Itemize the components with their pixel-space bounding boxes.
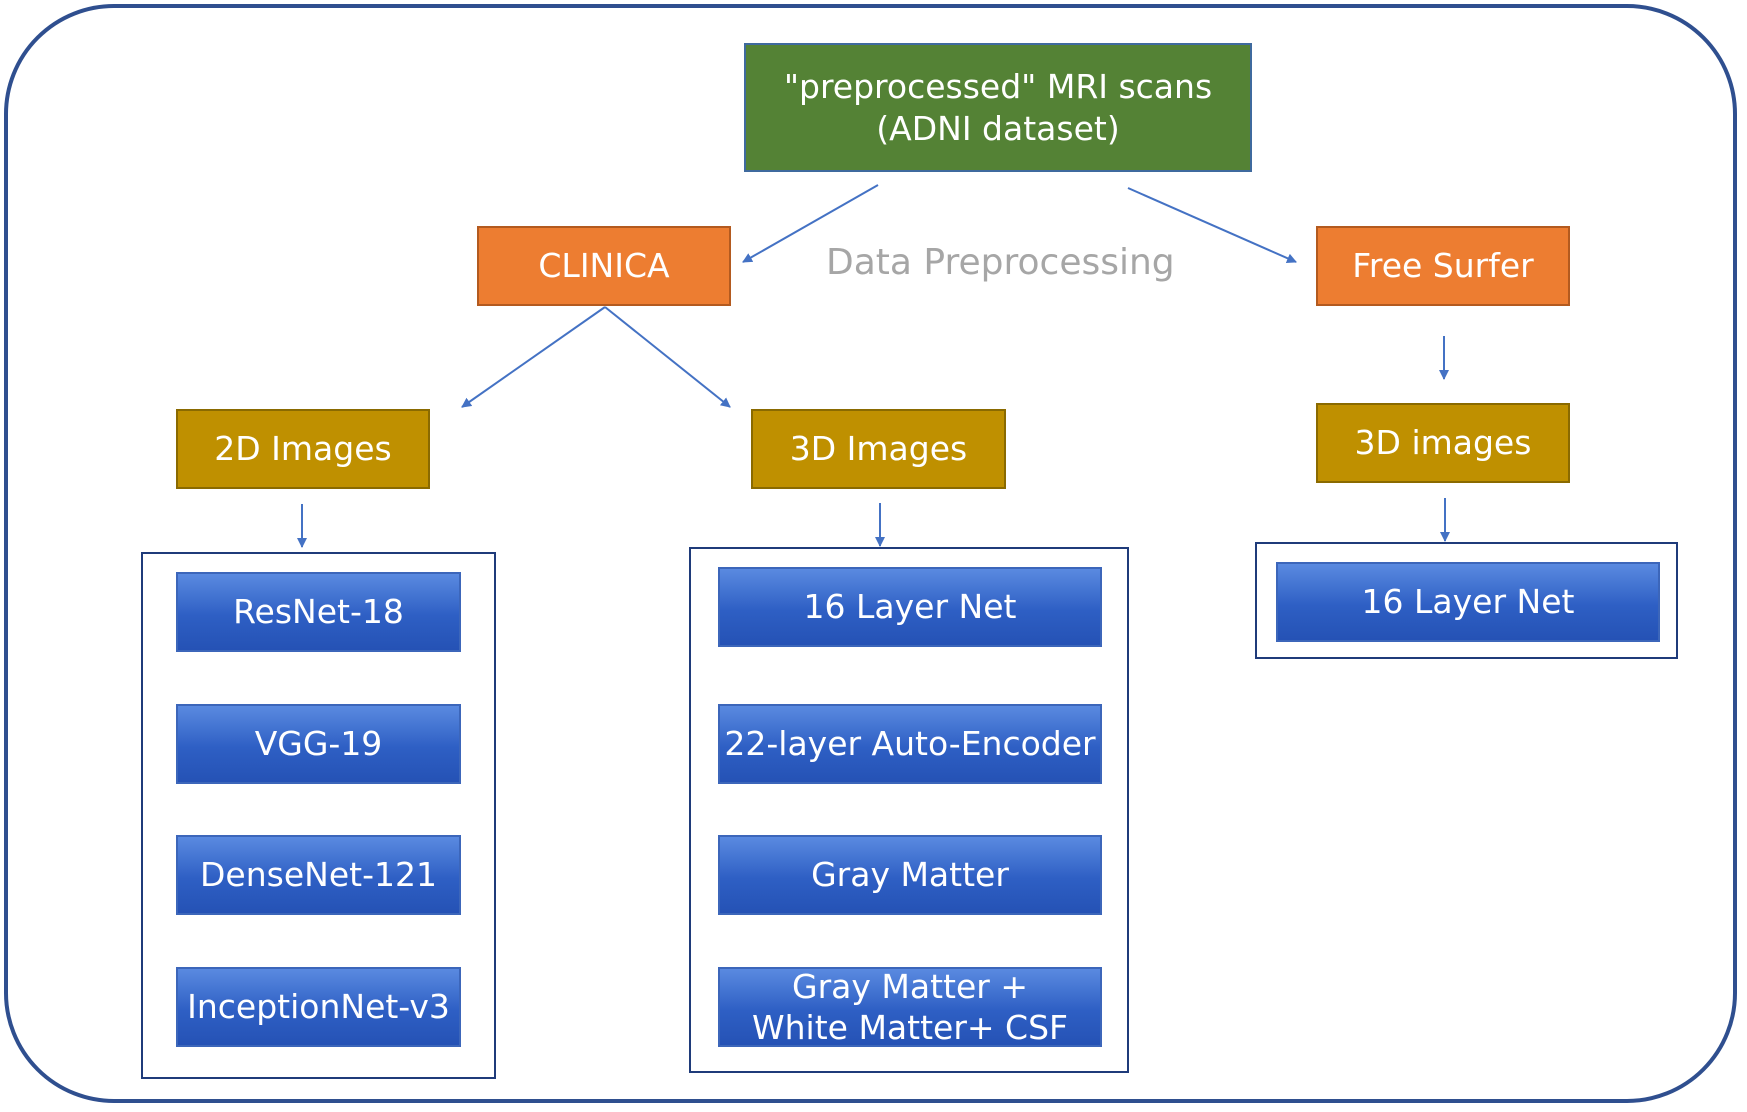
model-2d-inceptionnet-v3: InceptionNet-v3 <box>176 967 461 1047</box>
source-line-1: "preprocessed" MRI scans <box>783 67 1213 107</box>
source-line-2: (ADNI dataset) <box>876 108 1120 148</box>
models-3d-group <box>689 547 1129 1073</box>
model-2d-resnet18: ResNet-18 <box>176 572 461 652</box>
freesurfer-3d-images-box: 3D images <box>1316 403 1570 483</box>
models-2d-group <box>141 552 496 1079</box>
model-3d-16-layer-net: 16 Layer Net <box>718 567 1102 647</box>
model-3d-gray-matter: Gray Matter <box>718 835 1102 915</box>
model-2d-densenet121: DenseNet-121 <box>176 835 461 915</box>
model-3d-22-layer-auto-encoder: 22-layer Auto-Encoder <box>718 704 1102 784</box>
clinica-2d-images-box: 2D Images <box>176 409 430 489</box>
stage-label: Data Preprocessing <box>826 242 1175 283</box>
outer-frame <box>4 4 1737 1103</box>
model-3d-gray-white-csf: Gray Matter + White Matter+ CSF <box>718 967 1102 1047</box>
models-freesurfer-group <box>1255 542 1678 659</box>
clinica-3d-images-box: 3D Images <box>751 409 1006 489</box>
arrow-source-to-clinica <box>742 184 879 263</box>
freesurfer-box: Free Surfer <box>1316 226 1570 306</box>
arrow-clinica-to-3d <box>604 306 731 408</box>
arrow-clinica-to-2d <box>461 306 606 408</box>
source-box: "preprocessed" MRI scans (ADNI dataset) <box>744 43 1252 172</box>
model-2d-vgg19: VGG-19 <box>176 704 461 784</box>
arrow-source-to-freesurfer <box>1127 187 1297 263</box>
model-freesurfer-16-layer-net: 16 Layer Net <box>1276 562 1660 642</box>
clinica-box: CLINICA <box>477 226 731 306</box>
